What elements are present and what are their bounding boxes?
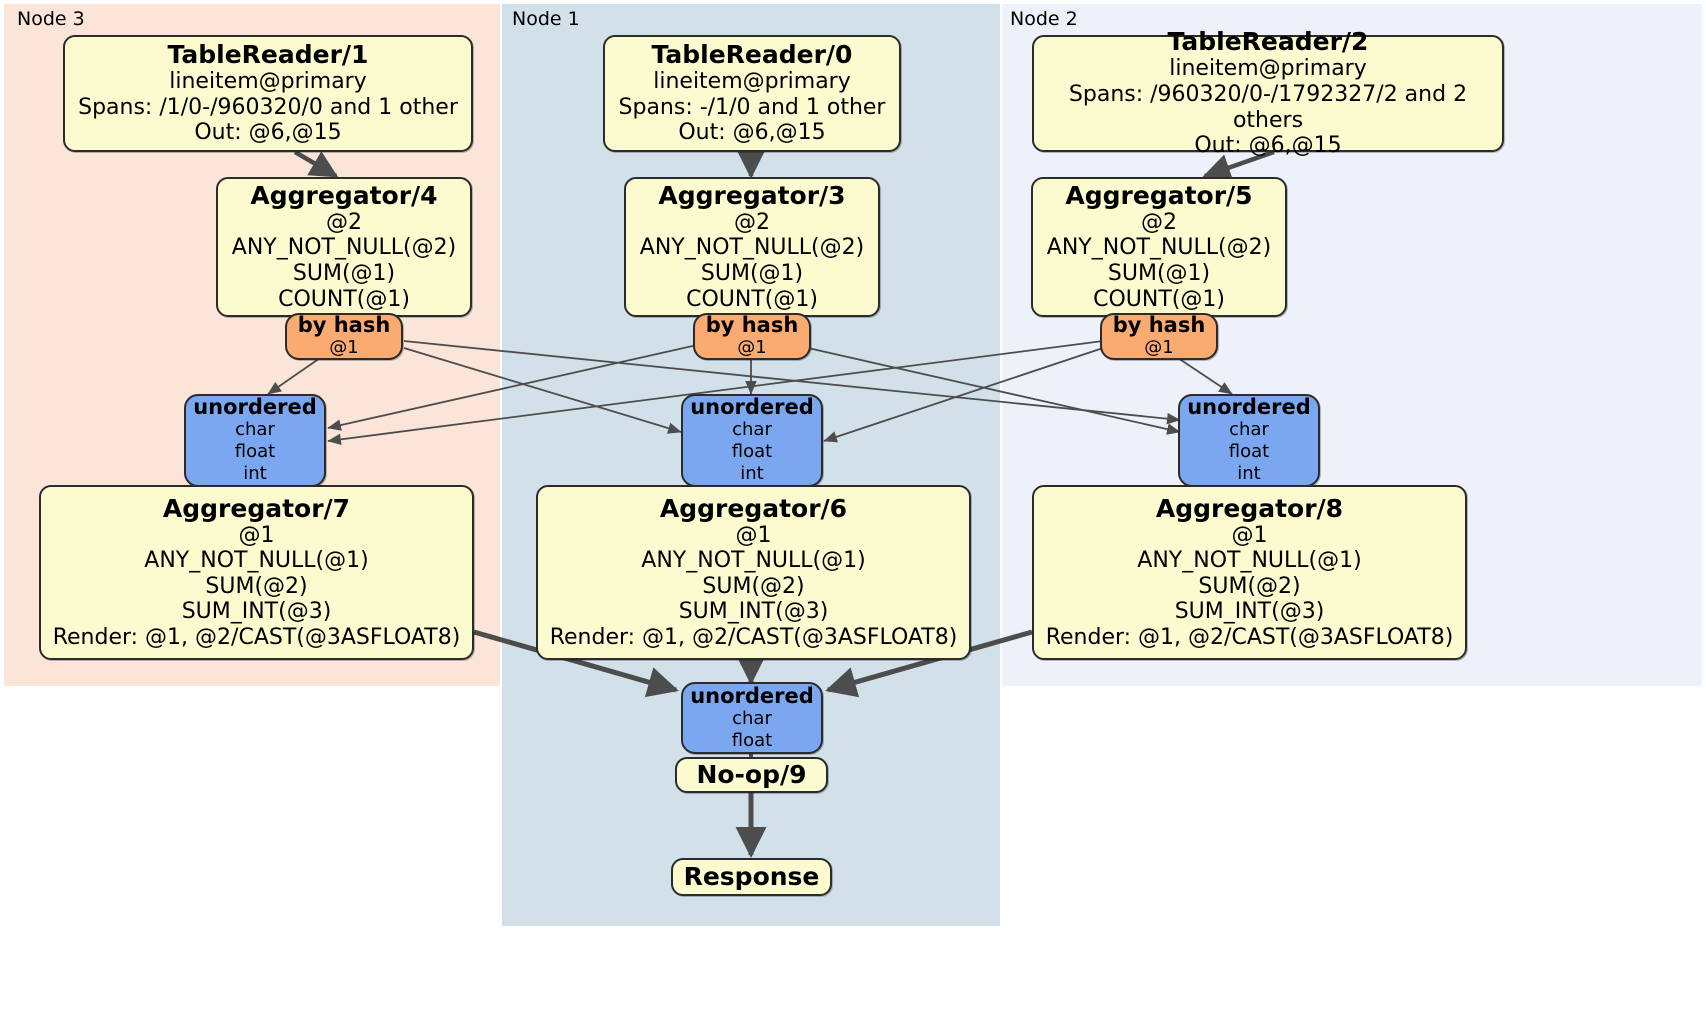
processor-line: Render: @1, @2/CAST(@3ASFLOAT8) — [549, 624, 958, 650]
router-line: float — [1228, 441, 1270, 463]
router-by-hash-right[interactable]: by hash @1 — [1100, 313, 1218, 360]
processor-line: SUM(@2) — [1198, 573, 1301, 599]
processor-line: ANY_NOT_NULL(@1) — [1137, 548, 1362, 574]
cluster-label-node1: Node 1 — [512, 8, 580, 30]
processor-tablereader-2[interactable]: TableReader/2 lineitem@primary Spans: /9… — [1032, 28, 1504, 158]
processor-line: Spans: /960320/0-/1792327/2 and 2 others — [1068, 81, 1468, 133]
processor-aggregator-6[interactable]: Aggregator/6 @1 ANY_NOT_NULL(@1) SUM(@2)… — [536, 485, 971, 660]
router-by-hash-mid[interactable]: by hash @1 — [693, 313, 811, 360]
processor-title: Aggregator/8 — [1155, 493, 1344, 523]
processor-line: ANY_NOT_NULL(@2) — [231, 235, 457, 261]
processor-line: COUNT(@1) — [686, 286, 818, 312]
router-line: char — [235, 419, 275, 441]
processor-aggregator-4[interactable]: Aggregator/4 @2 ANY_NOT_NULL(@2) SUM(@1)… — [216, 177, 472, 317]
router-line: char — [1229, 419, 1269, 441]
router-by-hash-left[interactable]: by hash @1 — [285, 313, 403, 360]
processor-line: lineitem@primary — [169, 69, 367, 95]
processor-line: COUNT(@1) — [1093, 286, 1225, 312]
router-line: float — [731, 729, 773, 751]
router-unordered-final[interactable]: unordered char float — [681, 682, 823, 754]
processor-line: lineitem@primary — [1169, 56, 1367, 82]
processor-line: SUM(@1) — [700, 261, 804, 286]
processor-title: TableReader/1 — [167, 40, 369, 70]
router-title: unordered — [690, 683, 814, 708]
processor-line: lineitem@primary — [653, 69, 851, 95]
processor-title: No-op/9 — [696, 760, 807, 789]
processor-line: Render: @1, @2/CAST(@3ASFLOAT8) — [1045, 624, 1454, 650]
processor-line: SUM_INT(@3) — [1174, 599, 1325, 625]
cluster-label-node3: Node 3 — [17, 8, 85, 30]
processor-line: @2 — [734, 209, 770, 235]
processor-title: Aggregator/6 — [659, 493, 848, 523]
processor-noop-9[interactable]: No-op/9 — [675, 757, 828, 793]
router-unordered-right[interactable]: unordered char float int — [1178, 394, 1320, 487]
router-line: @1 — [1144, 337, 1174, 359]
processor-response[interactable]: Response — [671, 858, 832, 896]
processor-title: Aggregator/3 — [658, 180, 846, 210]
router-title: unordered — [1187, 395, 1311, 420]
processor-line: SUM(@1) — [1107, 261, 1211, 286]
router-line: float — [234, 441, 276, 463]
processor-tablereader-1[interactable]: TableReader/1 lineitem@primary Spans: /1… — [63, 35, 473, 152]
processor-line: Spans: -/1/0 and 1 other — [618, 94, 886, 120]
processor-line: ANY_NOT_NULL(@1) — [641, 548, 866, 574]
processor-line: SUM_INT(@3) — [678, 599, 829, 625]
processor-line: @2 — [1141, 209, 1177, 235]
router-line: char — [732, 707, 772, 729]
processor-aggregator-7[interactable]: Aggregator/7 @1 ANY_NOT_NULL(@1) SUM(@2)… — [39, 485, 474, 660]
router-line: char — [732, 419, 772, 441]
processor-line: ANY_NOT_NULL(@2) — [1046, 235, 1272, 261]
router-title: unordered — [690, 395, 814, 420]
processor-line: Out: @6,@15 — [678, 120, 826, 146]
router-title: by hash — [705, 312, 799, 337]
processor-title: Aggregator/5 — [1065, 180, 1253, 210]
router-title: by hash — [297, 312, 391, 337]
processor-title: TableReader/2 — [1167, 27, 1369, 57]
router-unordered-left[interactable]: unordered char float int — [184, 394, 326, 487]
processor-line: @1 — [238, 522, 275, 548]
processor-line: SUM_INT(@3) — [181, 599, 332, 625]
processor-line: SUM(@2) — [205, 573, 308, 599]
router-line: float — [731, 441, 773, 463]
processor-line: SUM(@2) — [702, 573, 805, 599]
processor-title: Aggregator/4 — [250, 180, 438, 210]
router-line: int — [1237, 463, 1261, 485]
processor-aggregator-8[interactable]: Aggregator/8 @1 ANY_NOT_NULL(@1) SUM(@2)… — [1032, 485, 1467, 660]
processor-line: @1 — [1231, 522, 1268, 548]
processor-line: Out: @6,@15 — [194, 120, 342, 146]
router-line: int — [243, 463, 267, 485]
processor-line: Spans: /1/0-/960320/0 and 1 other — [78, 94, 458, 120]
processor-title: Response — [683, 862, 820, 891]
processor-tablereader-0[interactable]: TableReader/0 lineitem@primary Spans: -/… — [603, 35, 901, 152]
router-title: by hash — [1112, 312, 1206, 337]
processor-line: ANY_NOT_NULL(@2) — [639, 235, 865, 261]
processor-line: Render: @1, @2/CAST(@3ASFLOAT8) — [52, 624, 461, 650]
processor-line: @1 — [735, 522, 772, 548]
router-line: int — [740, 463, 764, 485]
processor-aggregator-3[interactable]: Aggregator/3 @2 ANY_NOT_NULL(@2) SUM(@1)… — [624, 177, 880, 317]
processor-line: @2 — [326, 209, 362, 235]
processor-line: SUM(@1) — [292, 261, 396, 286]
processor-line: COUNT(@1) — [278, 286, 410, 312]
router-unordered-mid[interactable]: unordered char float int — [681, 394, 823, 487]
router-line: @1 — [329, 337, 359, 359]
processor-aggregator-5[interactable]: Aggregator/5 @2 ANY_NOT_NULL(@2) SUM(@1)… — [1031, 177, 1287, 317]
processor-title: Aggregator/7 — [162, 493, 351, 523]
processor-line: Out: @6,@15 — [1194, 133, 1342, 159]
processor-title: TableReader/0 — [651, 40, 853, 70]
processor-line: ANY_NOT_NULL(@1) — [144, 548, 369, 574]
router-line: @1 — [737, 337, 767, 359]
router-title: unordered — [193, 395, 317, 420]
cluster-label-node2: Node 2 — [1010, 8, 1078, 30]
